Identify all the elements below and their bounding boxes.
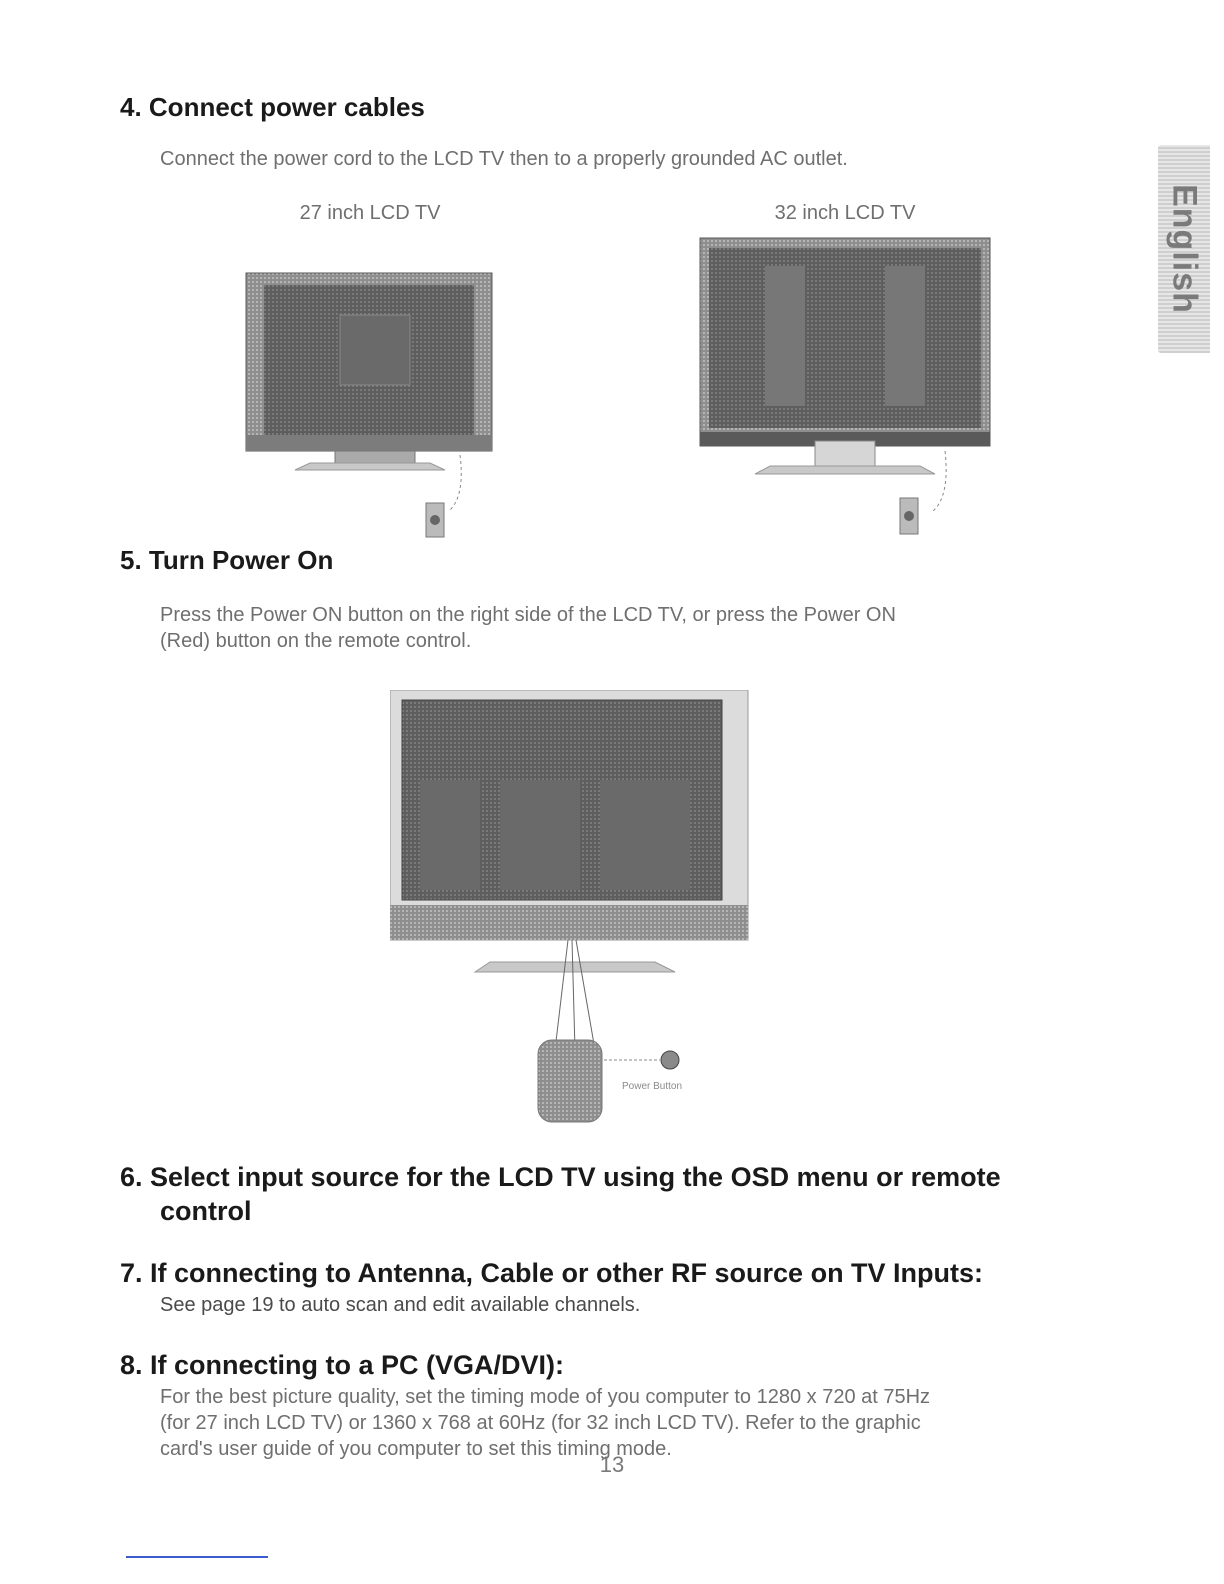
language-tab-label: English	[1165, 184, 1204, 314]
section-5-body-line-2: (Red) button on the remote control.	[160, 630, 472, 652]
section-8-body-line-3: card's user guide of you computer to set…	[160, 1438, 672, 1460]
tv-front-with-remote-illustration	[390, 690, 749, 1123]
section-5-body-line-1: Press the Power ON button on the right s…	[160, 604, 896, 626]
section-7-body: See page 19 to auto scan and edit availa…	[160, 1294, 641, 1316]
section-5-heading: 5. Turn Power On	[120, 545, 334, 575]
section-8-body-line-1: For the best picture quality, set the ti…	[160, 1386, 931, 1408]
section-6-heading-line-1: 6. Select input source for the LCD TV us…	[120, 1162, 1001, 1192]
caption-32-inch: 32 inch LCD TV	[774, 202, 916, 224]
footer-rule	[126, 1556, 268, 1558]
section-6-heading-line-2: control	[160, 1196, 252, 1226]
caption-27-inch: 27 inch LCD TV	[299, 202, 441, 224]
section-8-body-line-2: (for 27 inch LCD TV) or 1360 x 768 at 60…	[160, 1412, 921, 1434]
tv-27-inch-illustration	[245, 272, 493, 538]
language-tab: English	[1158, 145, 1210, 353]
page-number: 13	[599, 1452, 625, 1477]
power-button-label: Power Button	[622, 1081, 683, 1092]
section-4-body: Connect the power cord to the LCD TV the…	[160, 148, 848, 170]
section-8-heading: 8. If connecting to a PC (VGA/DVI):	[120, 1350, 565, 1380]
tv-32-inch-illustration	[699, 237, 991, 535]
section-7-heading: 7. If connecting to Antenna, Cable or ot…	[120, 1258, 984, 1288]
section-4-heading: 4. Connect power cables	[120, 92, 425, 122]
power-button-icon	[660, 1050, 680, 1070]
